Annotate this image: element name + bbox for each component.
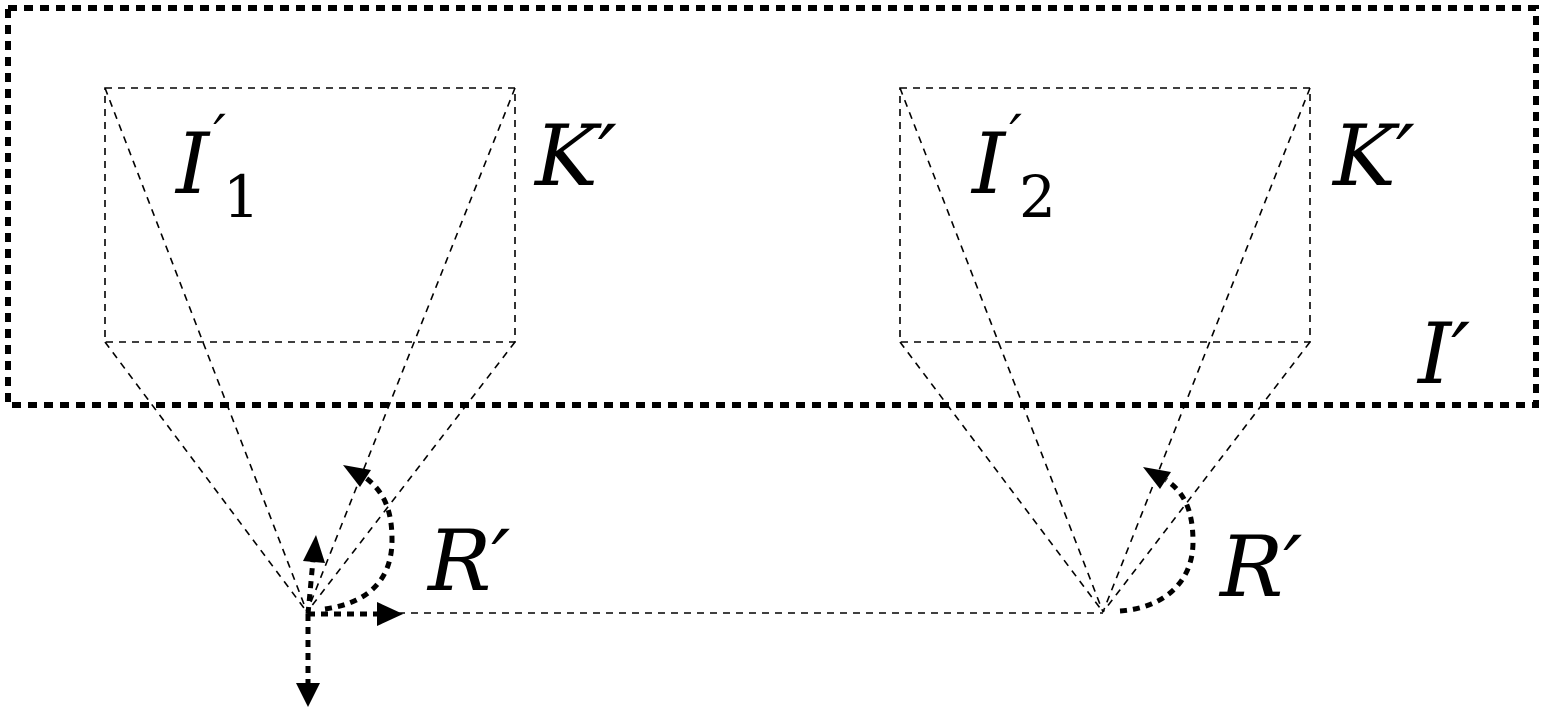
frustum-ray-1a xyxy=(104,87,308,613)
rotation-2-arrowhead xyxy=(1143,467,1171,489)
frustum-ray-2a xyxy=(899,87,1104,613)
camera-1-axes xyxy=(296,535,403,707)
rotation-arc-1 xyxy=(324,465,395,612)
rotation-1-label: R′ xyxy=(426,512,510,610)
image-plane-1 xyxy=(104,87,516,343)
image-pair-label: I′ xyxy=(1416,305,1470,403)
frustum-ray-1d xyxy=(306,341,516,613)
image-2-label: I′ xyxy=(970,104,1022,213)
x-axis-arrowhead xyxy=(377,602,403,626)
image-1-label: I′ xyxy=(174,104,226,213)
z-axis xyxy=(305,559,316,615)
z-axis-arrowhead xyxy=(303,535,325,563)
camera-2 xyxy=(899,87,1311,613)
image-1-subscript: 1 xyxy=(223,163,260,231)
image-plane-2 xyxy=(899,87,1311,343)
image-pair-frame xyxy=(5,5,1539,408)
rotation-1-arrowhead xyxy=(343,465,371,487)
frustum-ray-2b xyxy=(1102,87,1311,613)
image-2-subscript: 2 xyxy=(1019,163,1056,231)
frustum-ray-1b xyxy=(306,87,516,613)
frustum-ray-2c xyxy=(899,341,1104,613)
frustum-ray-1c xyxy=(104,341,308,613)
intrinsics-2-label: K′ xyxy=(1331,107,1415,205)
rotation-2-label: R′ xyxy=(1218,518,1302,616)
intrinsics-1-label: K′ xyxy=(533,107,617,205)
y-axis-arrowhead xyxy=(296,683,320,707)
frustum-ray-2d xyxy=(1102,341,1311,613)
camera-1 xyxy=(104,87,516,613)
rotation-arc-2 xyxy=(1119,467,1196,614)
